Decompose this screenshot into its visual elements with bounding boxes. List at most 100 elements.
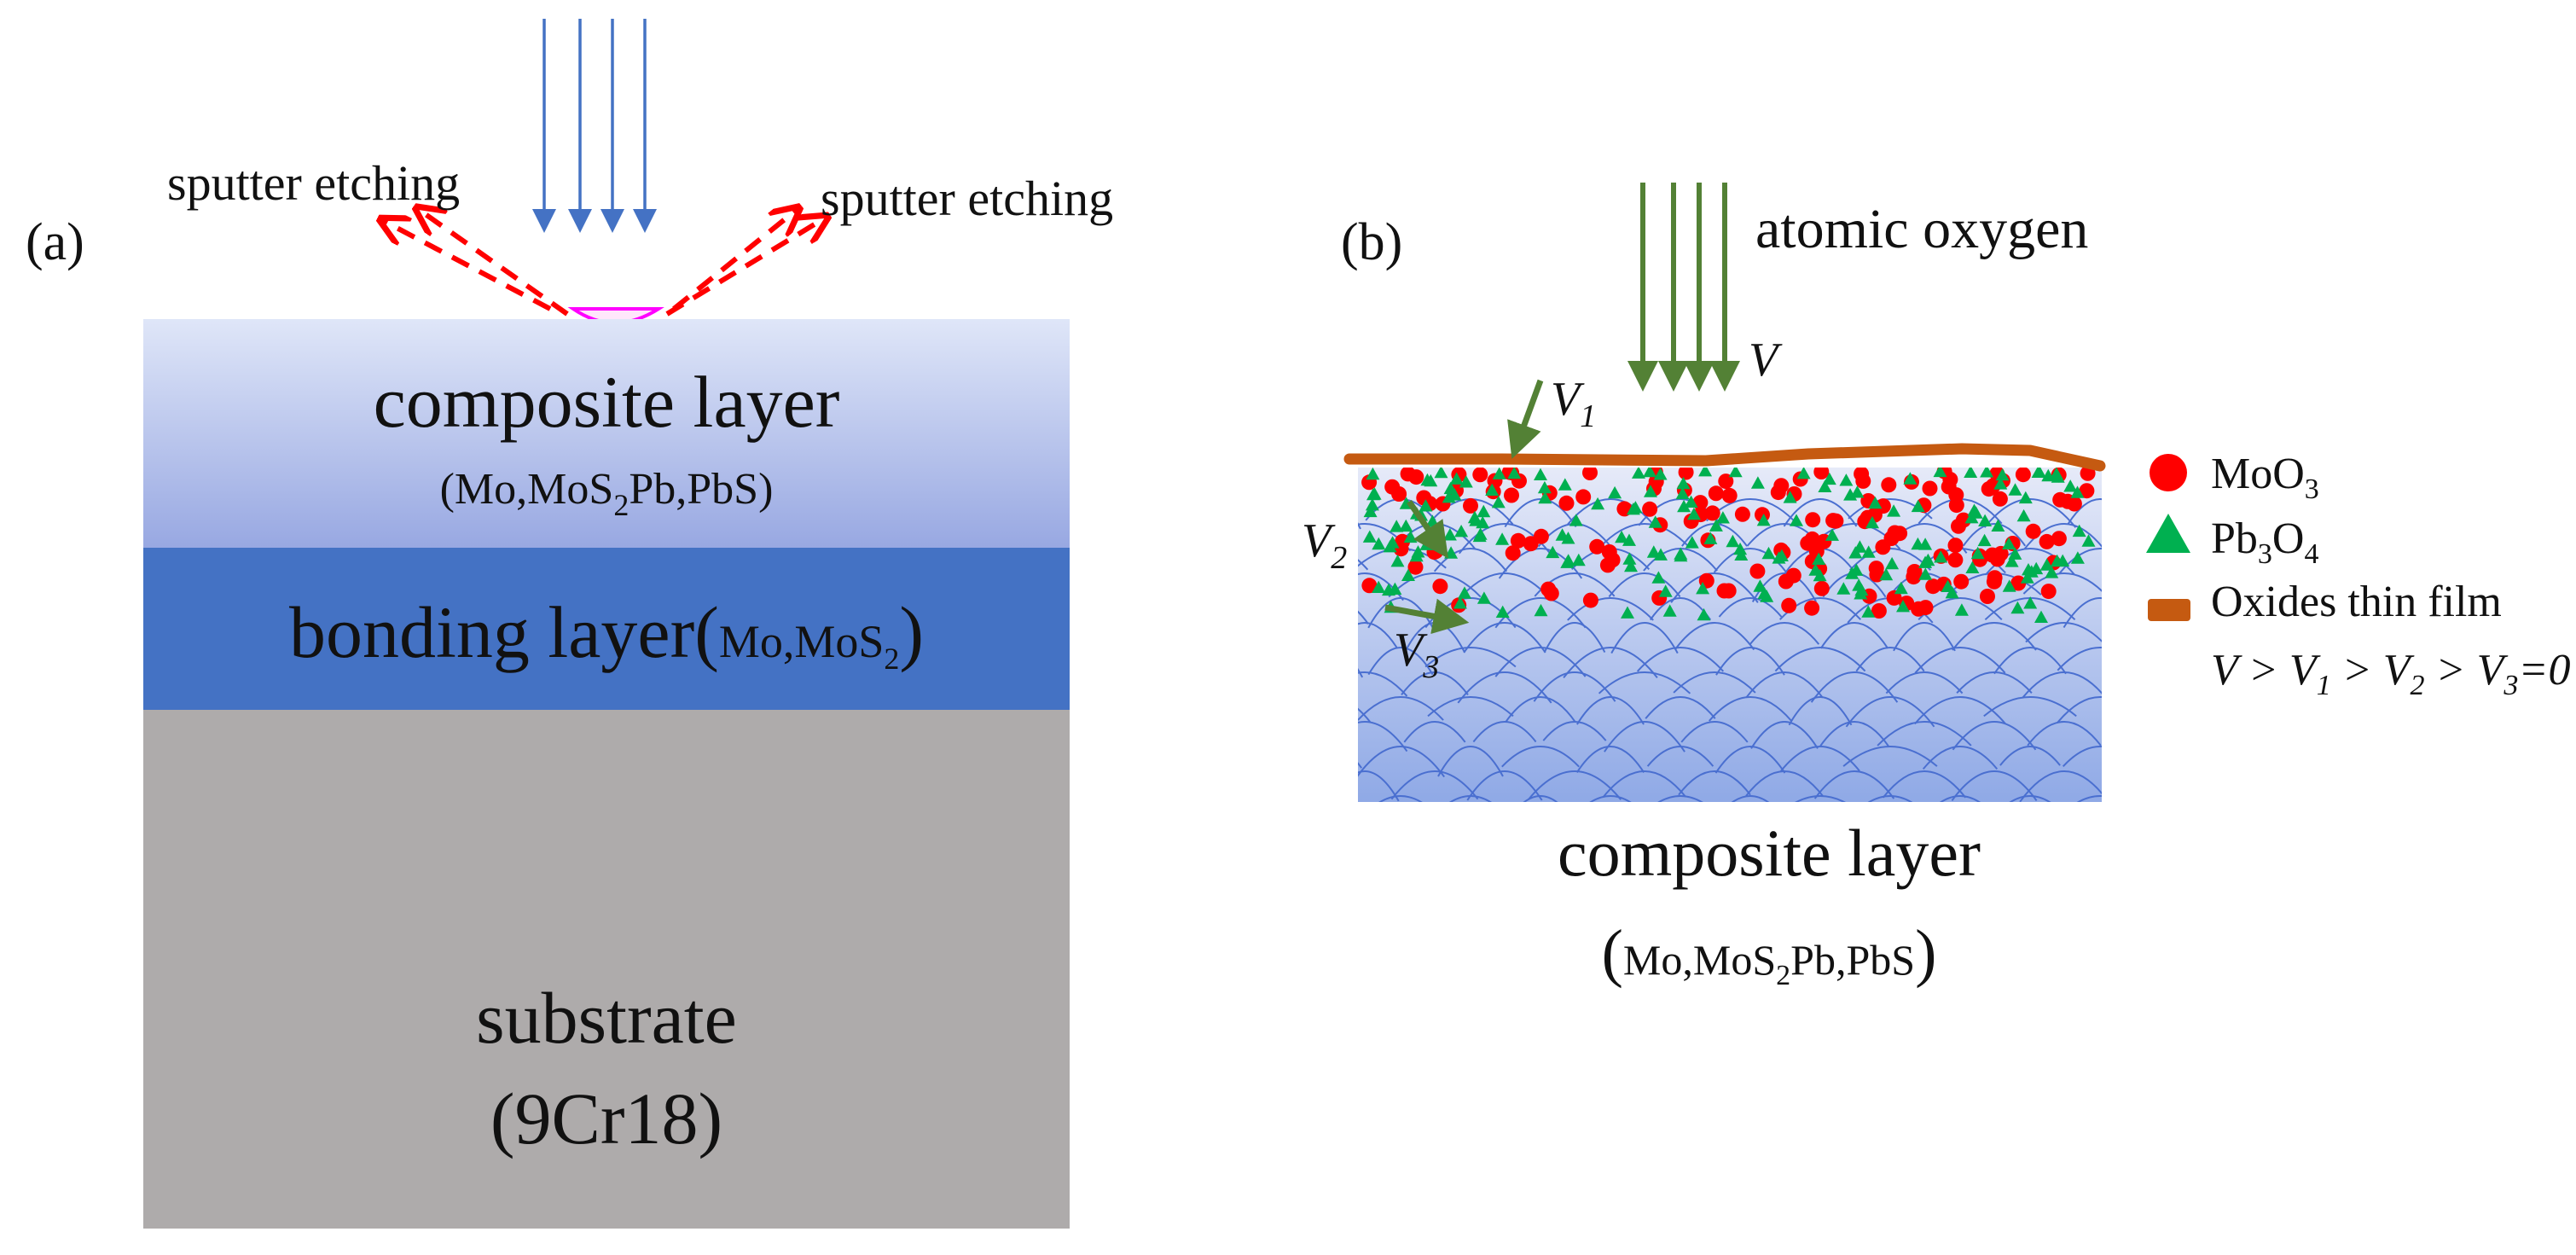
grain-arc <box>1885 671 1964 694</box>
grain-arc <box>1367 647 1434 676</box>
pb3o4-particle <box>1399 519 1413 532</box>
moo3-particle <box>1906 569 1922 585</box>
pb3o4-particle <box>1750 476 1765 489</box>
grain-arc <box>1563 647 1658 679</box>
pb3o4-particle <box>1965 561 1980 573</box>
moo3-particle <box>1599 557 1616 573</box>
pb3o4-particle <box>1703 532 1718 544</box>
grain-arc <box>1795 795 1846 802</box>
pb3o4-particle <box>1591 497 1605 510</box>
grain-arc <box>2063 597 2102 629</box>
grain-arc <box>1714 746 1786 774</box>
pb3o4-particle <box>1485 483 1500 496</box>
pb3o4-particle <box>2070 485 2085 498</box>
legend-pb3o4-label: Pb3O4 <box>2211 514 2318 570</box>
pb3o4-particle <box>2072 524 2086 537</box>
pb3o4-particle <box>1728 468 1743 478</box>
grain-arc <box>1543 622 1606 654</box>
pb3o4-particle <box>2002 537 2016 549</box>
pb3o4-particle <box>1677 499 1691 513</box>
moo3-particle <box>1881 477 1897 493</box>
pb3o4-particle <box>1534 603 1548 617</box>
pb3o4-particle <box>1796 468 1811 479</box>
composite-layer-formula: (Mo,MoS2Pb,PbS) <box>440 465 774 522</box>
grain-arc <box>1709 696 1792 722</box>
grain-arc <box>1750 721 1819 749</box>
pb3o4-particle <box>1390 520 1404 532</box>
grain-arc <box>1877 721 1972 747</box>
pb3o4-particle <box>2039 558 2054 571</box>
moo3-particle <box>2039 533 2055 549</box>
grain-arc <box>1939 795 1981 802</box>
grain-arc <box>1749 622 1820 645</box>
moo3-particle <box>2080 468 2096 481</box>
grain-arc <box>1745 671 1824 699</box>
grain-arc <box>1463 622 1546 654</box>
moo3-particle <box>1992 491 2008 507</box>
pb3o4-particle <box>1977 533 1992 547</box>
pb3o4-particle <box>2031 468 2045 478</box>
pb3o4-particle <box>1868 496 1883 509</box>
grain-arc <box>1604 721 1685 752</box>
grain-arc <box>1610 622 1679 654</box>
grain-arc <box>1567 597 1654 621</box>
pb3o4-particle <box>1507 468 1522 479</box>
grain-arc <box>2062 746 2102 767</box>
substrate-title: substrate <box>476 977 737 1059</box>
moo3-particle <box>1718 474 1734 490</box>
pb3o4-particle <box>1624 559 1638 572</box>
moo3-particle <box>1911 601 1927 617</box>
pb3o4-particle <box>1911 499 1925 513</box>
pb3o4-particle <box>1608 485 1622 499</box>
pb3o4-particle <box>1390 555 1405 567</box>
pb3o4-particle <box>1854 587 1868 600</box>
panel-a: (a) sputter etching sputter etching comp… <box>26 19 1113 1229</box>
pb3o4-particle <box>1726 534 1740 548</box>
pb3o4-particle <box>1761 546 1776 560</box>
moo3-particle <box>1704 505 1720 521</box>
pb3o4-particle <box>1643 468 1657 478</box>
pb3o4-particle <box>1970 546 1985 560</box>
pb3o4-particle <box>1685 536 1699 549</box>
grain-arc <box>1449 795 1492 802</box>
pb3o4-particle <box>1621 606 1634 619</box>
pb3o4-particle <box>1822 472 1836 485</box>
pb3o4-particle <box>1945 586 1959 599</box>
pb3o4-particle <box>1383 540 1397 553</box>
pb3o4-particle <box>2081 534 2096 547</box>
composite-layer-title: composite layer <box>374 361 840 443</box>
pb3o4-particle <box>1477 504 1491 518</box>
pb3o4-particle <box>1783 491 1797 503</box>
pb3o4-particle <box>1534 468 1547 480</box>
moo3-particle <box>2079 483 2095 499</box>
grain-arc <box>1358 559 1369 571</box>
grain-arc <box>1358 667 1364 678</box>
grain-arc <box>1599 523 1690 548</box>
moo3-particle <box>1716 583 1732 599</box>
grain-arc <box>1523 795 1558 802</box>
grain-arc <box>1505 696 1576 723</box>
grain-arc <box>1731 795 1770 802</box>
pb3o4-particle <box>1861 605 1876 618</box>
moo3-particle <box>1886 590 1902 606</box>
moo3-particle <box>1984 547 2000 563</box>
grain-arc <box>2057 696 2102 724</box>
moo3-particle <box>2015 468 2031 483</box>
pb3o4-particle <box>1686 507 1701 520</box>
pb3o4-particle <box>1933 468 1947 478</box>
pb3o4-particle <box>1698 468 1713 477</box>
pb3o4-particle <box>1715 511 1730 524</box>
pb3o4-particle <box>1894 581 1908 595</box>
moo3-particle <box>1922 480 1938 497</box>
moo3-particle <box>1892 526 1908 542</box>
pb3o4-particle <box>1896 600 1910 613</box>
pb3o4-particle <box>1495 605 1510 618</box>
moo3-particle <box>1407 559 1424 575</box>
panel-b-label: (b) <box>1341 213 1402 271</box>
pb3o4-particle <box>1561 554 1575 566</box>
pb3o4-particle <box>1969 506 1983 519</box>
pb3o4-particle <box>1790 514 1803 526</box>
pb3o4-particle <box>1646 545 1661 558</box>
velocity-arrows <box>1384 379 1544 635</box>
panel-b: (b) atomic oxygen V V1 V2 V3 composite l… <box>1302 183 2571 991</box>
